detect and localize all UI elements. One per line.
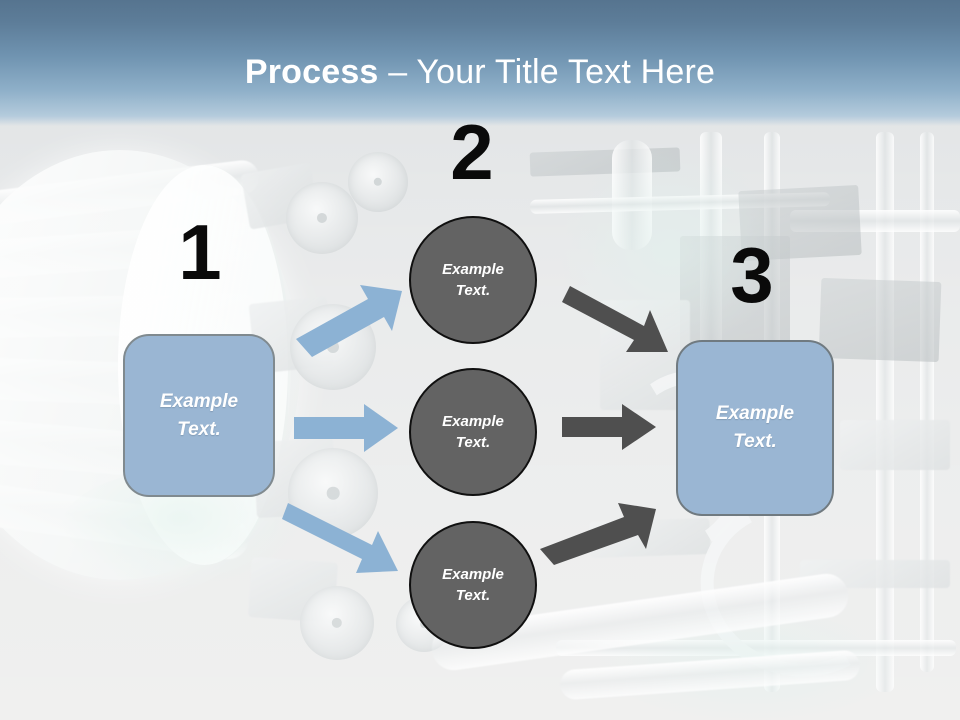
stage2-circle-3-text: Example Text. — [442, 564, 504, 606]
stage2-circle-1[interactable]: Example Text. — [409, 216, 537, 344]
stage1-box-line1: Example — [159, 390, 239, 412]
blue-arrow-up-right-icon — [296, 281, 406, 361]
step-number-3: 3 — [730, 231, 774, 319]
stage2-circle-2[interactable]: Example Text. — [409, 368, 537, 496]
stage2-circle-1-line2: Text. — [455, 282, 491, 299]
stage2-circle-3-line2: Text. — [455, 587, 491, 604]
stage2-circle-1-text: Example Text. — [442, 259, 504, 301]
stage1-box-line2: Text. — [177, 418, 221, 440]
blue-arrow-down-right-icon — [282, 499, 406, 577]
gray-arrow-down-right-icon — [562, 286, 674, 358]
gray-arrow-up-right-icon — [540, 503, 656, 565]
step-number-2: 2 — [450, 108, 494, 196]
step-number-1: 1 — [178, 208, 222, 296]
stage3-box-line2: Text. — [733, 431, 777, 452]
stage2-circle-1-line1: Example — [442, 261, 504, 278]
page-title-rest: – Your Title Text Here — [378, 53, 716, 91]
stage1-box-text: Example Text. — [160, 388, 238, 444]
page-title: Process – Your Title Text Here — [0, 52, 960, 92]
stage2-circle-2-line1: Example — [442, 413, 504, 430]
stage3-box[interactable]: Example Text. — [676, 340, 834, 516]
stage2-circle-2-line2: Text. — [455, 434, 491, 451]
stage2-circle-2-text: Example Text. — [442, 411, 504, 453]
page-title-bold: Process — [244, 53, 379, 91]
blue-arrow-right-icon — [294, 404, 398, 452]
stage3-box-line1: Example — [715, 403, 795, 424]
stage3-box-text: Example Text. — [716, 400, 794, 456]
stage2-circle-3[interactable]: Example Text. — [409, 521, 537, 649]
gray-arrow-right-icon — [562, 404, 656, 450]
stage1-box[interactable]: Example Text. — [123, 334, 275, 497]
stage2-circle-3-line1: Example — [442, 566, 504, 583]
title-band — [0, 0, 960, 126]
